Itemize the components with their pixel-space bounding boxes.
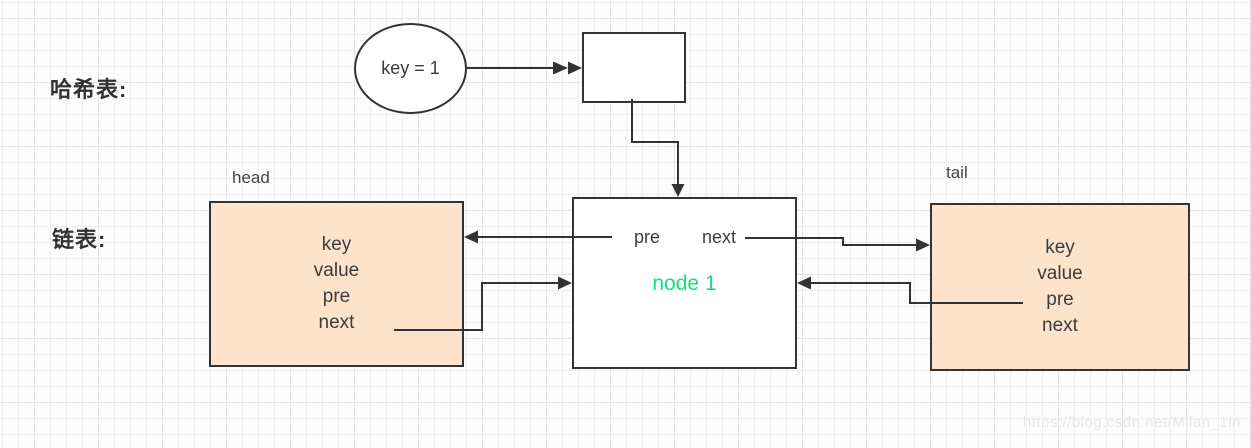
hash-table-label: 哈希表: [50,77,128,102]
key-ellipse-text: key = 1 [381,58,440,78]
hash-bucket [582,32,686,103]
center-node-title: node 1 [652,272,717,295]
head-node: key value pre next [209,201,464,367]
tail-tag: tail [946,163,968,182]
center-node-pre-label: pre [633,227,661,247]
center-node-next-label: next [701,227,737,247]
key-ellipse: key = 1 [354,23,467,114]
center-node: pre next node 1 [572,197,797,369]
head-field-pre: pre [322,286,351,307]
linked-list-label: 链表: [52,227,107,252]
head-field-value: value [313,260,360,281]
tail-field-value: value [1037,263,1083,284]
head-field-next: next [318,312,355,333]
watermark-text: https://blog.csdn.net/Milan_1in [1022,414,1241,431]
tail-node: key value pre next [930,203,1190,371]
tail-field-key: key [1045,237,1075,258]
arrow-key-to-bucket [467,61,582,75]
tail-field-pre: pre [1046,289,1074,310]
tail-field-next: next [1042,315,1078,336]
head-tag: head [232,168,270,187]
head-field-key: key [321,234,352,255]
arrow-bucket-to-node [631,99,685,197]
